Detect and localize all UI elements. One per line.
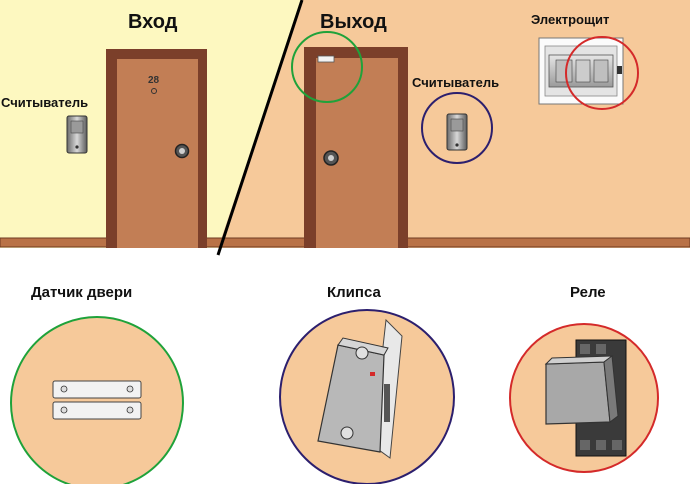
relay-label: Реле <box>570 284 606 301</box>
electrical-panel <box>538 37 624 105</box>
reader-highlight-circle <box>421 92 493 164</box>
door-number: 28 <box>148 75 160 86</box>
door-sensor-small <box>317 55 335 63</box>
peephole <box>151 88 157 94</box>
entry-door <box>106 49 207 248</box>
reader-right-device <box>446 113 468 151</box>
reader-right-label: Считыватель <box>412 75 500 90</box>
reader-left-device <box>66 115 88 154</box>
entry-label: Вход <box>128 11 178 33</box>
sensor-highlight-circle-small <box>291 31 363 103</box>
divider-line <box>216 0 304 256</box>
clip-detail <box>279 309 455 484</box>
panel-label: Электрощит <box>531 12 610 27</box>
exit-label: Выход <box>320 11 387 33</box>
clip-label: Клипса <box>327 284 381 301</box>
reader-left-label: Считыватель <box>1 95 89 110</box>
door-sensor-detail <box>10 316 184 484</box>
exit-door <box>304 47 408 248</box>
relay-detail <box>509 323 659 473</box>
door-sensor-label: Датчик двери <box>31 284 133 301</box>
relay-highlight-circle-small <box>565 36 639 110</box>
